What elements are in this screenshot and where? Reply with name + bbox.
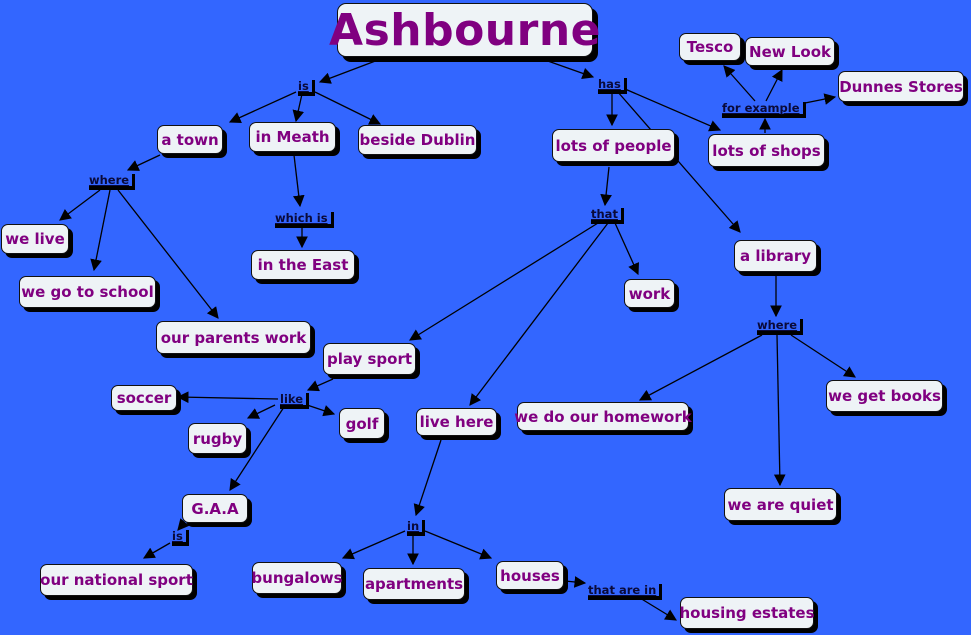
node-we-get-books[interactable]: we get books bbox=[826, 380, 943, 412]
node-we-do-our-homework[interactable]: we do our homework bbox=[514, 402, 692, 431]
node-our-parents-work[interactable]: our parents work bbox=[156, 321, 311, 354]
link-label-is[interactable]: is bbox=[298, 80, 315, 96]
node-in-the-east[interactable]: in the East bbox=[251, 250, 355, 280]
node-soccer[interactable]: soccer bbox=[111, 385, 177, 411]
node-tesco[interactable]: Tesco bbox=[679, 33, 741, 61]
node-rugby[interactable]: rugby bbox=[188, 423, 247, 454]
link-label-where-town[interactable]: where bbox=[89, 174, 136, 190]
node-ashbourne[interactable]: Ashbourne bbox=[329, 3, 601, 57]
node-we-are-quiet[interactable]: we are quiet bbox=[724, 488, 837, 521]
link-label-which-is[interactable]: which is bbox=[275, 212, 334, 228]
link-label-has[interactable]: has bbox=[598, 78, 627, 94]
node-new-look[interactable]: New Look bbox=[745, 37, 835, 66]
node-gaa[interactable]: G.A.A bbox=[182, 494, 248, 523]
node-housing-estates[interactable]: housing estates bbox=[679, 597, 815, 629]
node-a-library[interactable]: a library bbox=[734, 240, 817, 272]
node-work[interactable]: work bbox=[624, 279, 675, 308]
node-play-sport[interactable]: play sport bbox=[323, 343, 416, 375]
node-dunnes-stores[interactable]: Dunnes Stores bbox=[838, 71, 964, 102]
node-beside-dublin[interactable]: beside Dublin bbox=[358, 125, 477, 155]
node-bungalows[interactable]: bungalows bbox=[251, 562, 343, 594]
node-a-town[interactable]: a town bbox=[157, 125, 223, 154]
node-apartments[interactable]: apartments bbox=[363, 568, 465, 600]
link-label-where-library[interactable]: where bbox=[757, 319, 804, 335]
link-label-that[interactable]: that bbox=[591, 208, 624, 224]
node-lots-of-shops[interactable]: lots of shops bbox=[708, 134, 825, 167]
link-label-that-are-in[interactable]: that are in bbox=[588, 584, 663, 600]
node-lots-of-people[interactable]: lots of people bbox=[552, 129, 675, 162]
link-label-like[interactable]: like bbox=[280, 393, 310, 409]
node-we-live[interactable]: we live bbox=[1, 224, 69, 254]
node-houses[interactable]: houses bbox=[496, 561, 564, 590]
node-in-meath[interactable]: in Meath bbox=[249, 122, 336, 152]
node-our-national-sport[interactable]: our national sport bbox=[40, 564, 193, 596]
link-label-is-gaa[interactable]: is bbox=[172, 530, 189, 546]
link-label-for-example[interactable]: for example bbox=[722, 102, 806, 118]
node-we-go-to-school[interactable]: we go to school bbox=[19, 276, 156, 308]
link-label-in[interactable]: in bbox=[407, 520, 426, 536]
node-live-here[interactable]: live here bbox=[416, 408, 497, 436]
node-golf[interactable]: golf bbox=[339, 408, 385, 439]
